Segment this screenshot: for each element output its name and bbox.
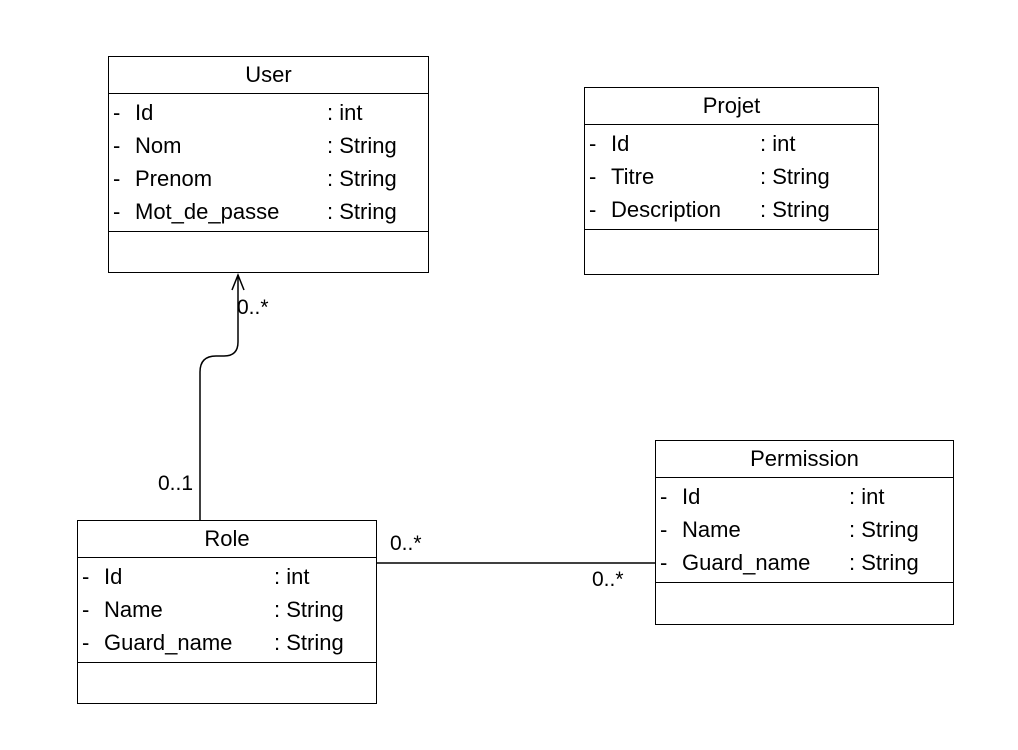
multiplicity-role-permission-role-end: 0..* (390, 532, 422, 555)
attribute-row: - Id : int (585, 127, 878, 160)
visibility-marker: - (589, 164, 597, 189)
visibility-marker: - (660, 550, 668, 575)
class-name: User (109, 57, 428, 94)
visibility-marker: - (82, 564, 90, 589)
attribute-type: : int (327, 100, 363, 125)
attribute-name: Guard_name (104, 630, 233, 655)
attribute-row: - Mot_de_passe : String (109, 195, 428, 228)
attribute-row: - Titre : String (585, 160, 878, 193)
attribute-name: Name (104, 597, 163, 622)
visibility-marker: - (660, 517, 668, 542)
attribute-name: Id (611, 131, 630, 156)
attribute-row: - Id : int (109, 96, 428, 129)
attribute-type: : String (327, 199, 397, 224)
class-name: Projet (585, 88, 878, 125)
attribute-type: : int (274, 564, 310, 589)
attribute-type: : int (849, 484, 885, 509)
class-projet[interactable]: Projet - Id : int - Titre : String - Des… (584, 87, 879, 275)
attribute-type: : String (760, 164, 830, 189)
attribute-type: : String (849, 517, 919, 542)
attribute-row: - Id : int (78, 560, 376, 593)
attribute-type: : String (760, 197, 830, 222)
attribute-name: Nom (135, 133, 182, 158)
multiplicity-user-end: 0..* (237, 296, 269, 319)
attribute-name: Description (611, 197, 722, 222)
visibility-marker: - (660, 484, 668, 509)
attribute-name: Prenom (135, 166, 213, 191)
multiplicity-role-permission-permission-end: 0..* (592, 568, 624, 591)
attribute-row: - Description : String (585, 193, 878, 226)
navigability-arrow-icon (231, 272, 245, 291)
attribute-row: - Id : int (656, 480, 953, 513)
attribute-row: - Nom : String (109, 129, 428, 162)
attribute-compartment: - Id : int - Nom : String - Prenom : Str… (109, 94, 428, 232)
visibility-marker: - (589, 131, 597, 156)
multiplicity-role-end: 0..1 (158, 472, 194, 495)
attribute-type: : String (274, 597, 344, 622)
visibility-marker: - (113, 100, 121, 125)
attribute-compartment: - Id : int - Name : String - Guard_name … (78, 558, 376, 663)
attribute-name: Id (682, 484, 701, 509)
attribute-name: Mot_de_passe (135, 199, 280, 224)
visibility-marker: - (113, 199, 121, 224)
attribute-type: : String (327, 166, 397, 191)
attribute-row: - Prenom : String (109, 162, 428, 195)
operation-compartment (656, 583, 953, 621)
visibility-marker: - (82, 597, 90, 622)
class-user[interactable]: User - Id : int - Nom : String - Prenom … (108, 56, 429, 273)
attribute-name: Titre (611, 164, 655, 189)
attribute-name: Id (104, 564, 123, 589)
attribute-name: Guard_name (682, 550, 811, 575)
attribute-name: Id (135, 100, 154, 125)
class-permission[interactable]: Permission - Id : int - Name : String - … (655, 440, 954, 625)
attribute-type: : String (849, 550, 919, 575)
class-name: Role (78, 521, 376, 558)
class-name: Permission (656, 441, 953, 478)
attribute-name: Name (682, 517, 741, 542)
attribute-row: - Guard_name : String (78, 626, 376, 659)
attribute-compartment: - Id : int - Name : String - Guard_name … (656, 478, 953, 583)
attribute-compartment: - Id : int - Titre : String - Descriptio… (585, 125, 878, 230)
visibility-marker: - (82, 630, 90, 655)
attribute-type: : String (274, 630, 344, 655)
attribute-type: : String (327, 133, 397, 158)
attribute-row: - Name : String (78, 593, 376, 626)
class-role[interactable]: Role - Id : int - Name : String - Guard_… (77, 520, 377, 704)
visibility-marker: - (113, 166, 121, 191)
operation-compartment (585, 230, 878, 268)
visibility-marker: - (113, 133, 121, 158)
user-role-association-line (199, 275, 239, 520)
operation-compartment (78, 663, 376, 701)
attribute-row: - Guard_name : String (656, 546, 953, 579)
visibility-marker: - (589, 197, 597, 222)
operation-compartment (109, 232, 428, 270)
attribute-row: - Name : String (656, 513, 953, 546)
attribute-type: : int (760, 131, 796, 156)
